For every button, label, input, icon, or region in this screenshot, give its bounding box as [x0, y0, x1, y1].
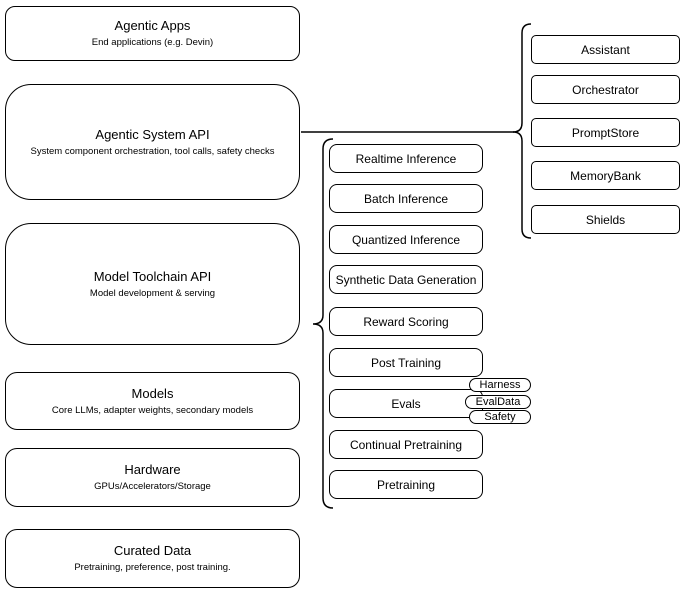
component-memorybank: MemoryBank [531, 161, 680, 190]
toolchain-item-quantized-inference: Quantized Inference [329, 225, 483, 254]
toolchain-item-evals: Evals [329, 389, 483, 418]
node-subtitle: End applications (e.g. Devin) [91, 37, 214, 48]
node-title: Models [131, 385, 174, 401]
eval-tag-harness: Harness [469, 378, 531, 392]
toolchain-item-pretraining: Pretraining [329, 470, 483, 499]
node-hardware: Hardware GPUs/Accelerators/Storage [5, 448, 300, 507]
toolchain-item-post-training: Post Training [329, 348, 483, 377]
node-title: Model Toolchain API [93, 268, 212, 284]
node-models: Models Core LLMs, adapter weights, secon… [5, 372, 300, 430]
toolchain-item-synthetic-data-generation: Synthetic Data Generation [329, 265, 483, 294]
toolchain-item-continual-pretraining: Continual Pretraining [329, 430, 483, 459]
toolchain-item-batch-inference: Batch Inference [329, 184, 483, 213]
node-title: Agentic Apps [114, 18, 191, 33]
toolchain-item-reward-scoring: Reward Scoring [329, 307, 483, 336]
node-agentic-system-api: Agentic System API System component orch… [5, 84, 300, 200]
components-brace [512, 23, 532, 239]
node-subtitle: Core LLMs, adapter weights, secondary mo… [51, 404, 254, 416]
node-subtitle: System component orchestration, tool cal… [30, 145, 275, 157]
component-assistant: Assistant [531, 35, 680, 64]
node-curated-data: Curated Data Pretraining, preference, po… [5, 529, 300, 588]
toolchain-item-realtime-inference: Realtime Inference [329, 144, 483, 173]
eval-tag-safety: Safety [469, 410, 531, 424]
component-orchestrator: Orchestrator [531, 75, 680, 104]
node-agentic-apps: Agentic Apps End applications (e.g. Devi… [5, 6, 300, 61]
node-title: Hardware [124, 462, 181, 477]
eval-tag-evaldata: EvalData [465, 395, 531, 409]
node-subtitle: GPUs/Accelerators/Storage [94, 481, 211, 492]
node-subtitle: Pretraining, preference, post training. [74, 562, 231, 573]
node-model-toolchain-api: Model Toolchain API Model development & … [5, 223, 300, 345]
component-shields: Shields [531, 205, 680, 234]
node-subtitle: Model development & serving [89, 287, 216, 299]
node-title: Curated Data [113, 543, 192, 558]
component-promptstore: PromptStore [531, 118, 680, 147]
node-title: Agentic System API [95, 126, 210, 142]
